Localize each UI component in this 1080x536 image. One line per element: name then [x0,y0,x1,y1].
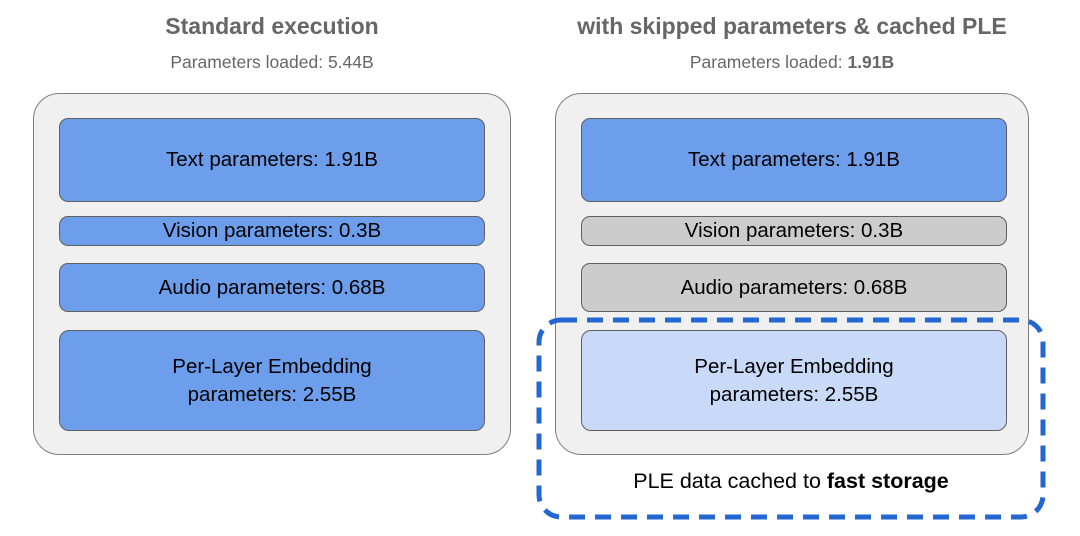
params-loaded-subtitle-cached: Parameters loaded: 1.91B [690,52,894,73]
model-container-standard: Text parameters: 1.91B Vision parameters… [33,93,511,455]
block-ple-parameters-standard: Per-Layer Embedding parameters: 2.55B [59,330,485,431]
params-loaded-label: Parameters loaded: [689,52,843,72]
params-loaded-subtitle-standard: Parameters loaded: 5.44B [170,52,373,73]
ple-cache-caption-bold: fast storage [826,469,949,493]
block-label: Per-Layer Embedding parameters: 2.55B [694,354,894,406]
block-label: Audio parameters: 0.68B [680,275,908,299]
block-ple-parameters-cached: Per-Layer Embedding parameters: 2.55B [581,330,1007,431]
block-text-parameters-standard: Text parameters: 1.91B [59,118,485,202]
block-audio-parameters-cached: Audio parameters: 0.68B [581,263,1007,312]
ple-cache-caption: PLE data cached to fast storage [536,469,1046,494]
column-skipped-cached: with skipped parameters & cached PLE Par… [555,0,1029,536]
ple-cache-caption-regular: PLE data cached to [633,469,827,493]
column-title-standard: Standard execution [165,13,379,39]
block-label: Vision parameters: 0.3B [684,219,904,243]
cached-ple-dashed-outline [536,317,1046,520]
block-vision-parameters-cached: Vision parameters: 0.3B [581,216,1007,246]
params-loaded-value: 1.91B [847,52,895,72]
block-audio-parameters-standard: Audio parameters: 0.68B [59,263,485,312]
params-loaded-label: Parameters loaded: [170,52,324,72]
block-label: Vision parameters: 0.3B [162,219,382,243]
block-label: Text parameters: 1.91B [688,148,900,172]
block-text-parameters-cached: Text parameters: 1.91B [581,118,1007,202]
block-label: Text parameters: 1.91B [166,148,378,172]
block-label: Audio parameters: 0.68B [158,275,386,299]
column-standard-execution: Standard execution Parameters loaded: 5.… [33,0,511,536]
block-label: Per-Layer Embedding parameters: 2.55B [172,354,372,406]
params-loaded-value: 5.44B [327,52,374,72]
column-title-cached: with skipped parameters & cached PLE [577,13,1007,39]
model-container-cached: Text parameters: 1.91B Vision parameters… [555,93,1029,455]
block-vision-parameters-standard: Vision parameters: 0.3B [59,216,485,246]
